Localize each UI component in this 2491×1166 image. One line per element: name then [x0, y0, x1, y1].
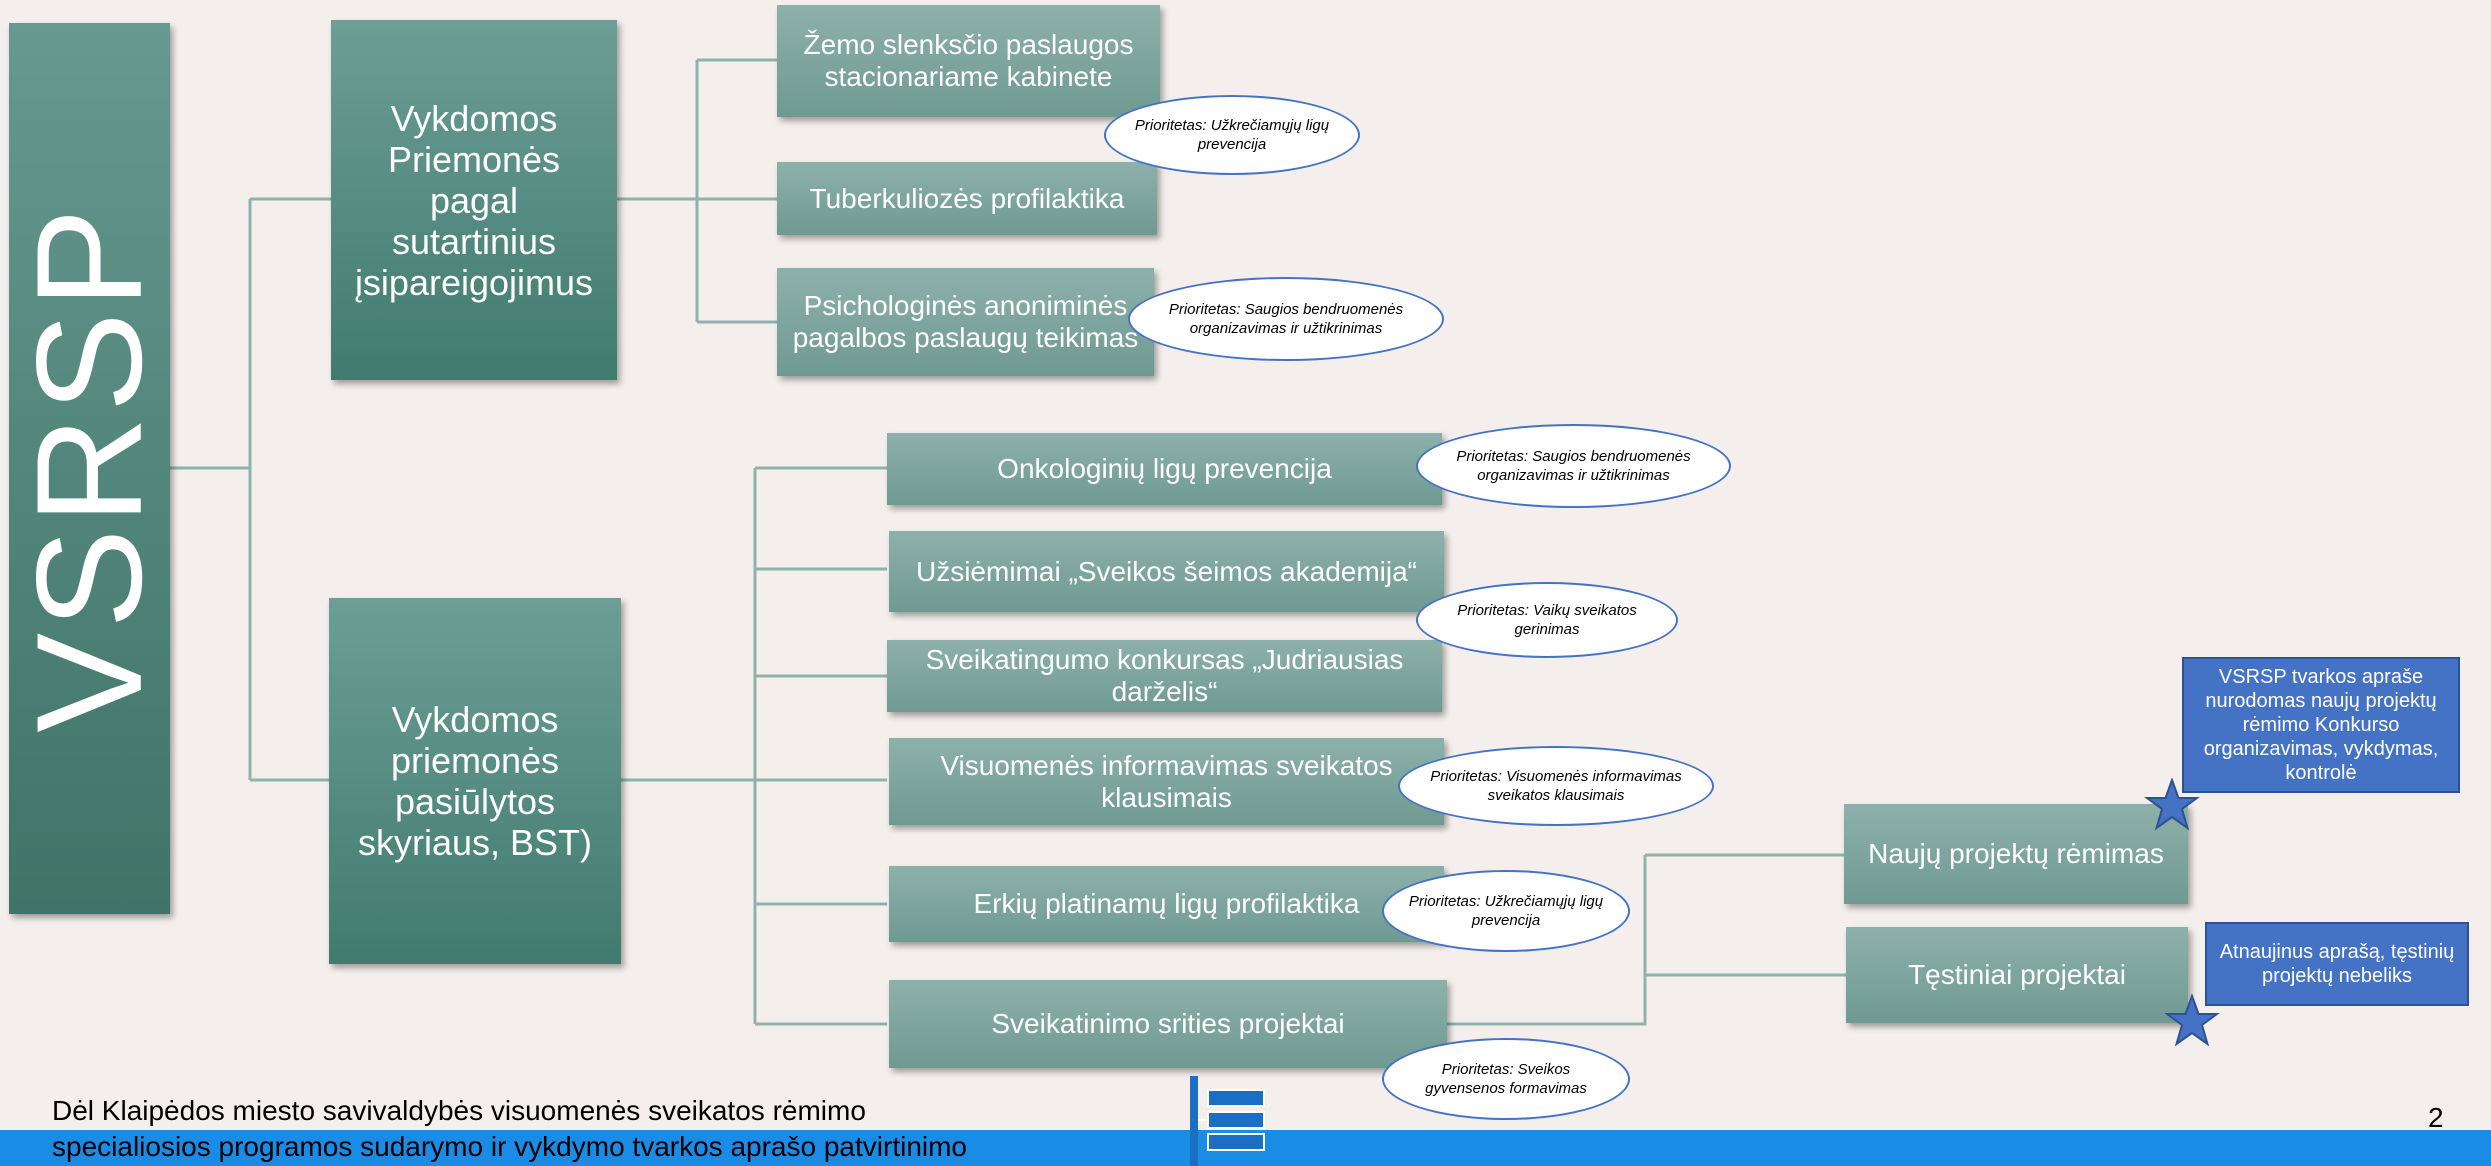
group-contractual: Vykdomos Priemonės pagal sutartinius įsi…	[331, 20, 617, 380]
note-continuing-projects: Atnaujinus aprašą, tęstinių projektų neb…	[2205, 922, 2469, 1006]
priority-text: Prioritetas: Visuomenės informavimas sve…	[1430, 768, 1682, 804]
star-icon	[2144, 778, 2200, 831]
priority-bubble: Prioritetas: Vaikų sveikatos gerinimas	[1416, 582, 1678, 658]
priority-text: Prioritetas: Vaikų sveikatos gerinimas	[1457, 602, 1637, 638]
item-low-threshold-label: Žemo slenksčio paslaugos stacionariame k…	[803, 29, 1134, 92]
item-tuberculosis: Tuberkuliozės profilaktika	[777, 162, 1157, 235]
note-new-projects: VSRSP tvarkos apraše nurodomas naujų pro…	[2182, 657, 2460, 793]
item-public-information-label: Visuomenės informavimas sveikatos klausi…	[940, 749, 1393, 813]
footer-line-2: specialiosios programos sudarymo ir vykd…	[52, 1131, 968, 1162]
group-proposed-title: Vykdomos priemonės pasiūlytos skyriaus, …	[357, 699, 593, 863]
group-proposed: Vykdomos priemonės pasiūlytos skyriaus, …	[329, 598, 621, 964]
item-oncology: Onkologinių ligų prevencija	[887, 433, 1442, 505]
root-node: VSRSP	[5, 23, 173, 914]
note-new-projects-text: VSRSP tvarkos apraše nurodomas naujų pro…	[2203, 666, 2439, 784]
item-oncology-label: Onkologinių ligų prevencija	[997, 453, 1332, 484]
priority-text: Prioritetas: Sveikos gyvensenos formavim…	[1425, 1061, 1587, 1097]
item-kindergarten-contest-label: Sveikatingumo konkursas „Judriausias dar…	[925, 644, 1404, 707]
note-continuing-projects-text: Atnaujinus aprašą, tęstinių projektų neb…	[2219, 941, 2455, 987]
root-label: VSRSP	[5, 204, 173, 733]
item-tick-diseases-label: Erkių platinamų ligų profilaktika	[973, 888, 1360, 919]
connector-projects	[1447, 975, 1647, 1026]
group-contractual-title: Vykdomos Priemonės pagal sutartinius įsi…	[354, 97, 594, 303]
priority-bubble: Prioritetas: Sveikos gyvensenos formavim…	[1382, 1038, 1630, 1120]
priority-text: Prioritetas: Užkrečiamųjų ligų prevencij…	[1134, 117, 1330, 153]
item-tuberculosis-label: Tuberkuliozės profilaktika	[809, 182, 1125, 214]
star-icon	[2164, 994, 2220, 1047]
priority-text: Prioritetas: Saugios bendruomenės organi…	[1168, 301, 1404, 337]
project-continuing-label: Tęstiniai projektai	[1908, 959, 2126, 990]
project-new-label: Naujų projektų rėmimas	[1868, 838, 2164, 869]
item-health-projects-label: Sveikatinimo srities projektai	[991, 1008, 1345, 1039]
footer-line-1: Dėl Klaipėdos miesto savivaldybės visuom…	[52, 1095, 866, 1126]
item-kindergarten-contest: Sveikatingumo konkursas „Judriausias dar…	[887, 640, 1442, 712]
item-low-threshold: Žemo slenksčio paslaugos stacionariame k…	[777, 5, 1160, 117]
page-number: 2	[2428, 1102, 2444, 1133]
item-tick-diseases: Erkių platinamų ligų profilaktika	[889, 866, 1444, 942]
item-psychological-help: Psichologinės anoniminės pagalbos paslau…	[777, 268, 1154, 376]
item-family-academy-label: Užsiėmimai „Sveikos šeimos akademija“	[915, 555, 1418, 587]
project-new: Naujų projektų rėmimas	[1844, 804, 2188, 904]
priority-bubble: Prioritetas: Užkrečiamųjų ligų prevencij…	[1382, 870, 1630, 952]
hierarchy-icon	[1190, 1076, 1265, 1166]
item-public-information: Visuomenės informavimas sveikatos klausi…	[889, 738, 1444, 825]
priority-text: Prioritetas: Užkrečiamųjų ligų prevencij…	[1408, 893, 1604, 929]
item-family-academy: Užsiėmimai „Sveikos šeimos akademija“	[889, 531, 1444, 612]
priority-bubble: Prioritetas: Saugios bendruomenės organi…	[1128, 277, 1444, 361]
item-psychological-help-label: Psichologinės anoniminės pagalbos paslau…	[792, 290, 1139, 353]
priority-bubble: Prioritetas: Visuomenės informavimas sve…	[1398, 746, 1714, 826]
item-health-projects: Sveikatinimo srities projektai	[889, 980, 1447, 1068]
priority-bubble: Prioritetas: Saugios bendruomenės organi…	[1416, 424, 1731, 508]
footer-title: Dėl Klaipėdos miesto savivaldybės visuom…	[52, 1093, 967, 1165]
priority-bubble: Prioritetas: Užkrečiamųjų ligų prevencij…	[1104, 95, 1360, 175]
project-continuing: Tęstiniai projektai	[1846, 927, 2188, 1023]
priority-text: Prioritetas: Saugios bendruomenės organi…	[1456, 448, 1691, 484]
